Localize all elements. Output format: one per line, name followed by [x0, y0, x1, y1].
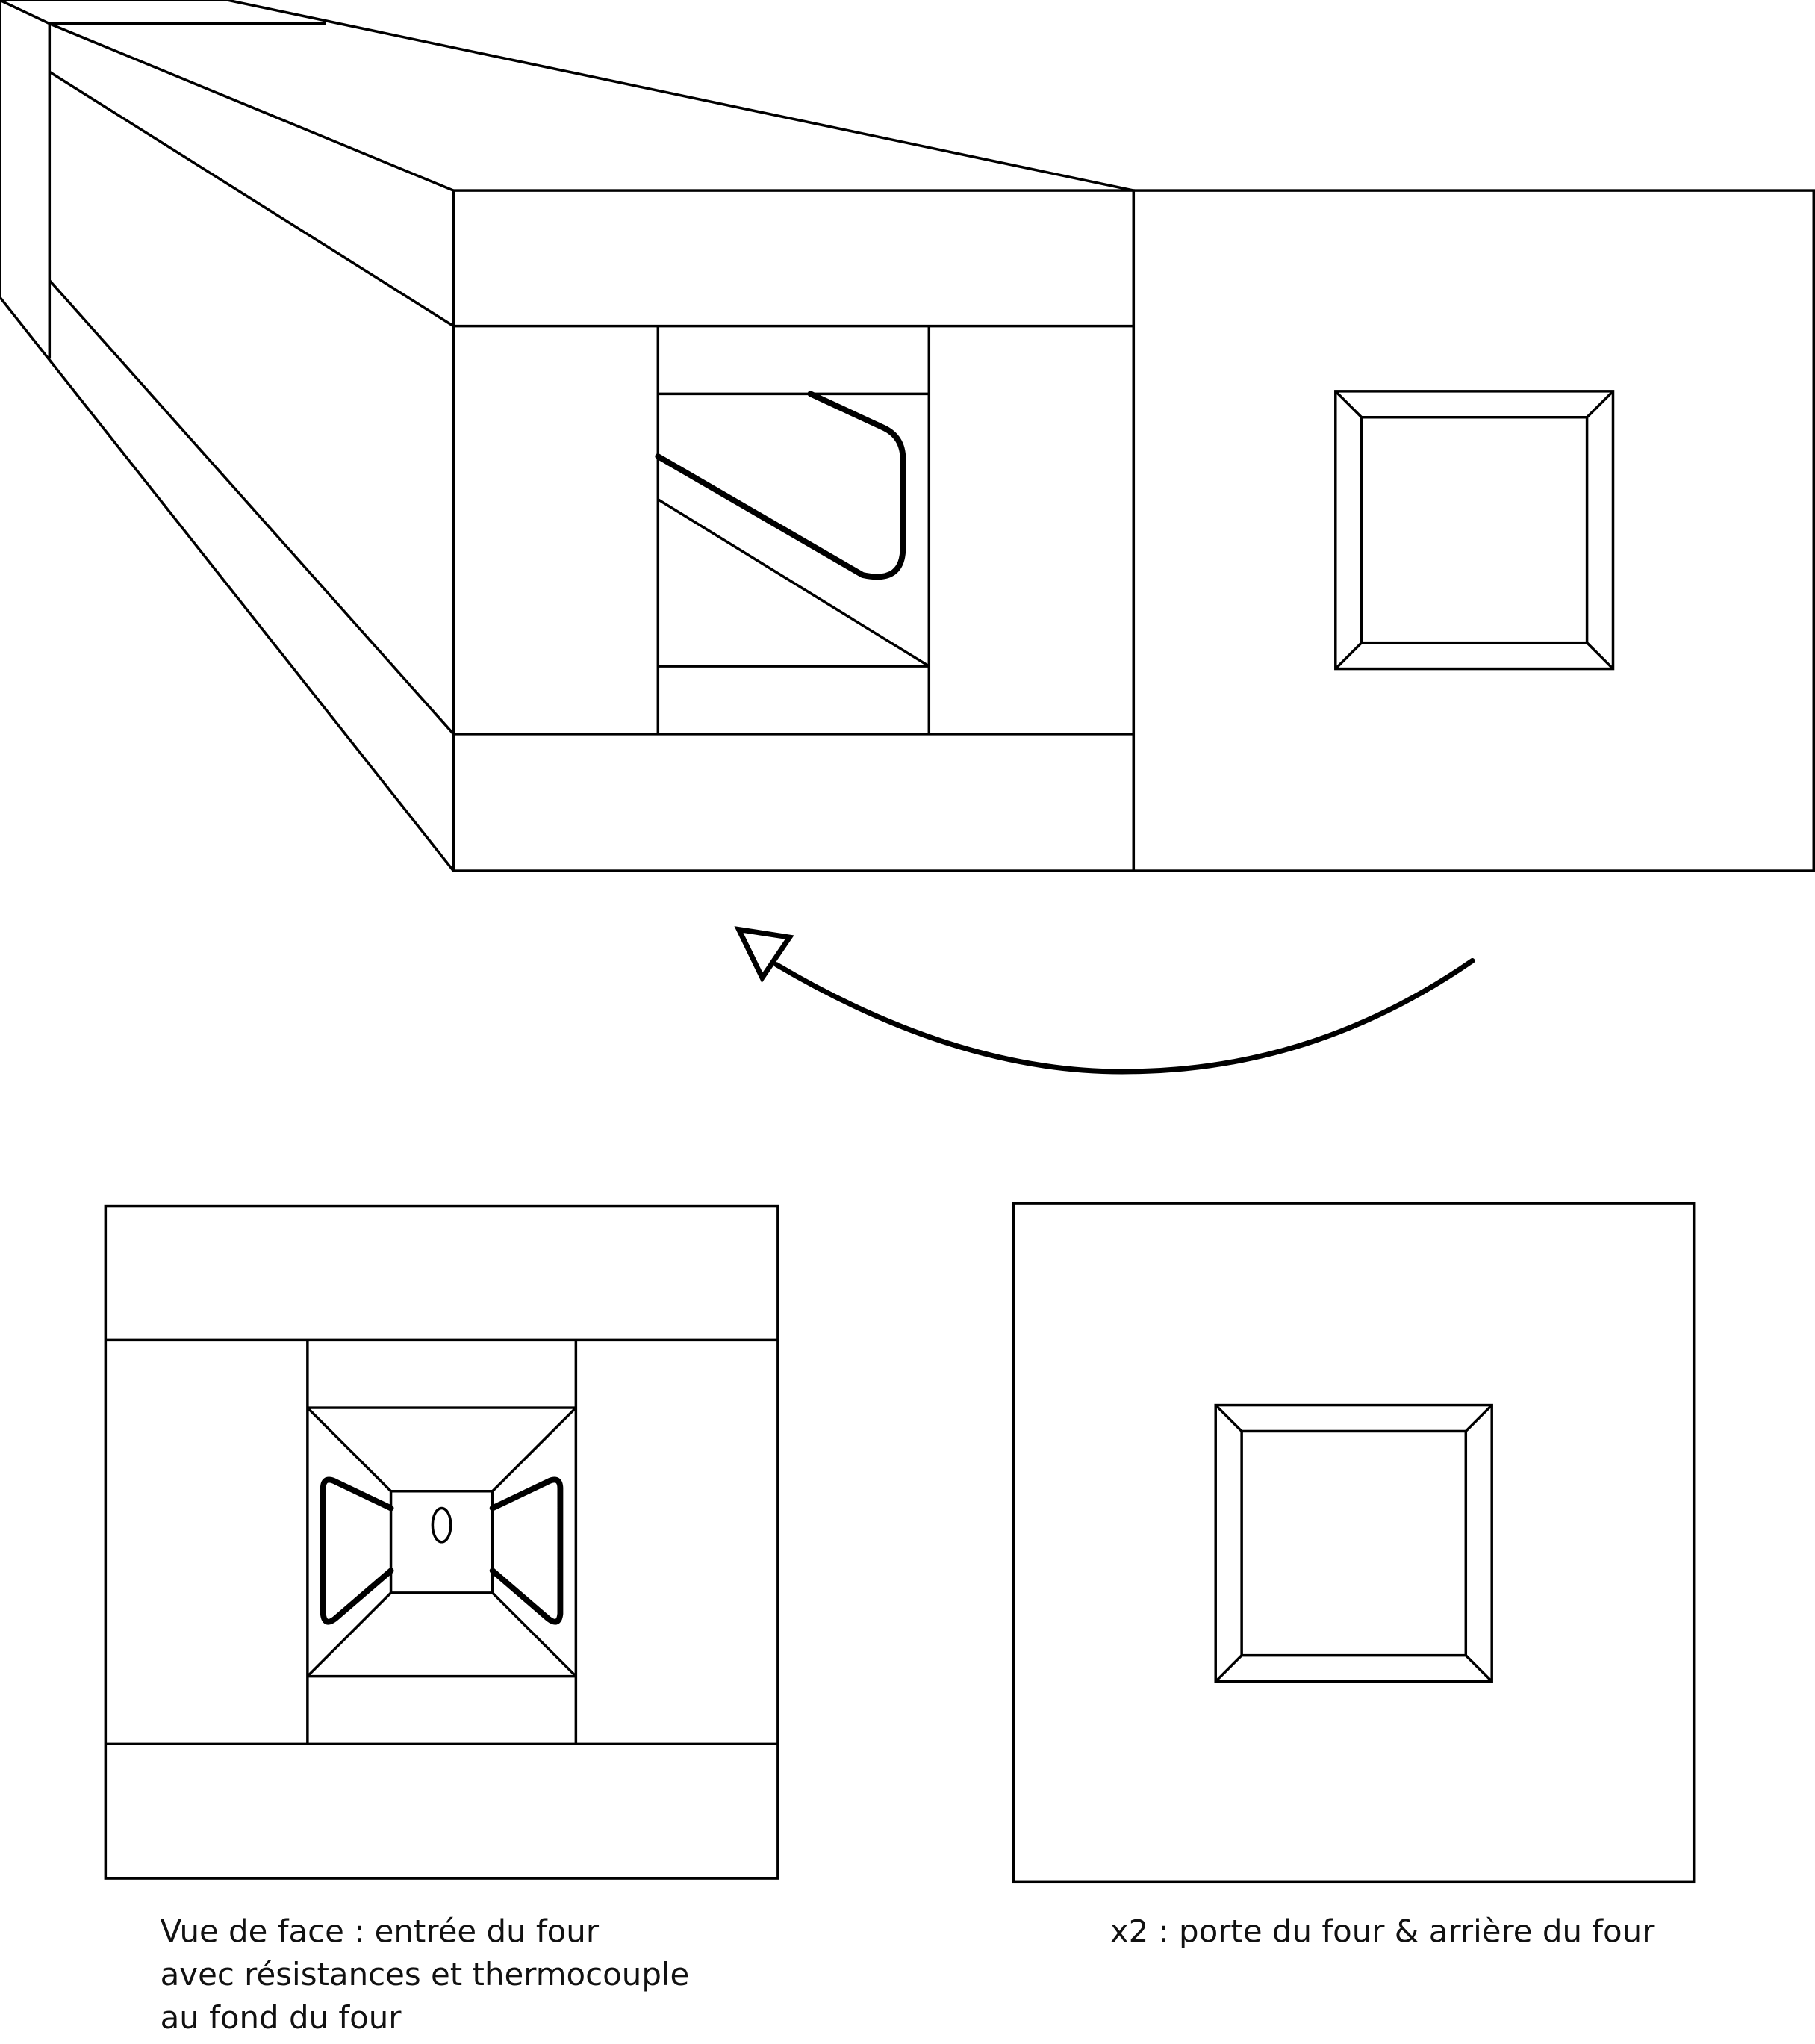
door-window-outer — [1334, 390, 1615, 671]
oven-front-blocks — [453, 324, 1134, 736]
door-window-bevels — [1334, 390, 1614, 670]
oven-door-perspective — [1132, 189, 1815, 872]
front-view-frame — [104, 1204, 779, 1880]
front-view-caption-line-3: au fond du four — [161, 1999, 402, 2036]
heating-element-right — [489, 1476, 564, 1625]
heating-element — [655, 391, 906, 580]
oven-perspective-view — [0, 0, 1136, 872]
door-panel — [1132, 189, 1815, 872]
door-view-window-bevels — [1214, 1404, 1493, 1683]
oven-side-edges — [0, 0, 1134, 872]
door-view: x2 : porte du four & arrière du four — [1012, 1202, 1696, 1950]
front-view-caption-line-1: Vue de face : entrée du four — [161, 1913, 600, 1950]
front-view-caption-line-2: avec résistances et thermocouple — [161, 1956, 690, 1992]
cavity-back-wall — [389, 1490, 494, 1594]
door-view-caption: x2 : porte du four & arrière du four — [1110, 1913, 1655, 1950]
arrow-curve — [773, 957, 1475, 1075]
front-view-blocks — [105, 1338, 778, 1746]
door-view-window-outer — [1214, 1403, 1493, 1683]
front-view: Vue de face : entrée du four avec résist… — [104, 1204, 779, 2036]
arrow-head-icon — [734, 926, 794, 984]
heating-element-left — [320, 1476, 394, 1625]
door-window-inner — [1360, 416, 1589, 644]
thermocouple — [431, 1506, 452, 1544]
oven-front-face — [452, 189, 1136, 872]
door-view-frame — [1012, 1202, 1696, 1884]
front-view-cavity — [306, 1406, 577, 1678]
rotation-arrow — [734, 926, 1475, 1075]
door-view-window-inner — [1240, 1429, 1468, 1657]
oven-cavity — [657, 392, 930, 668]
